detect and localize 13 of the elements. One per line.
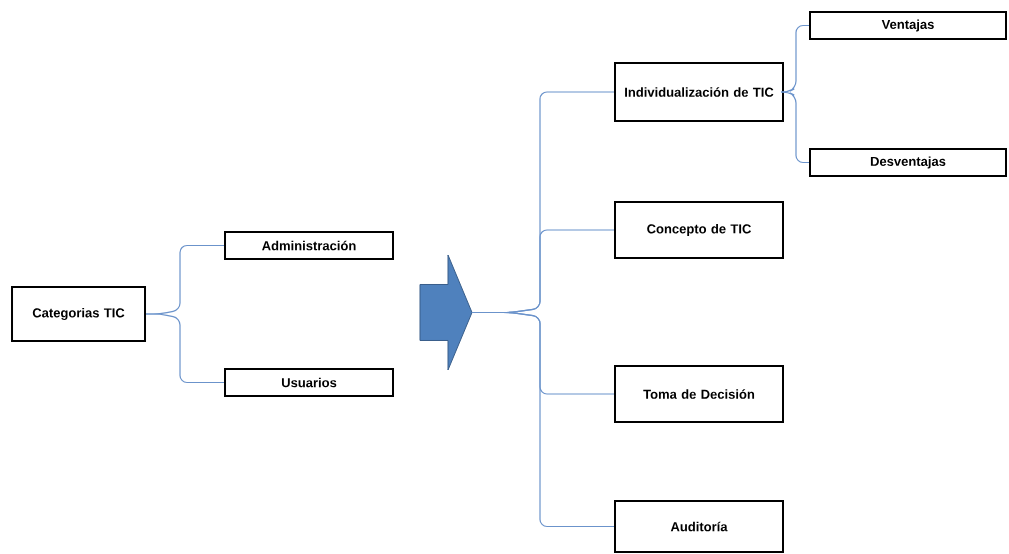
text-box: Ventajas xyxy=(809,11,1007,40)
text-box: Desventajas xyxy=(809,148,1007,177)
text-box: Individualización de TIC xyxy=(614,62,784,122)
text-box: Auditoría xyxy=(614,500,784,553)
brace-line xyxy=(471,311,615,528)
text-box: Categorias TIC xyxy=(11,286,146,342)
brace-line xyxy=(145,313,225,384)
block-arrow xyxy=(419,254,473,371)
text-box: Usuarios xyxy=(224,368,394,397)
brace-line xyxy=(780,91,810,164)
text-box: Administración xyxy=(224,231,394,260)
text-box: Concepto de TIC xyxy=(614,201,784,259)
text-box: Toma de Decisión xyxy=(614,365,784,423)
